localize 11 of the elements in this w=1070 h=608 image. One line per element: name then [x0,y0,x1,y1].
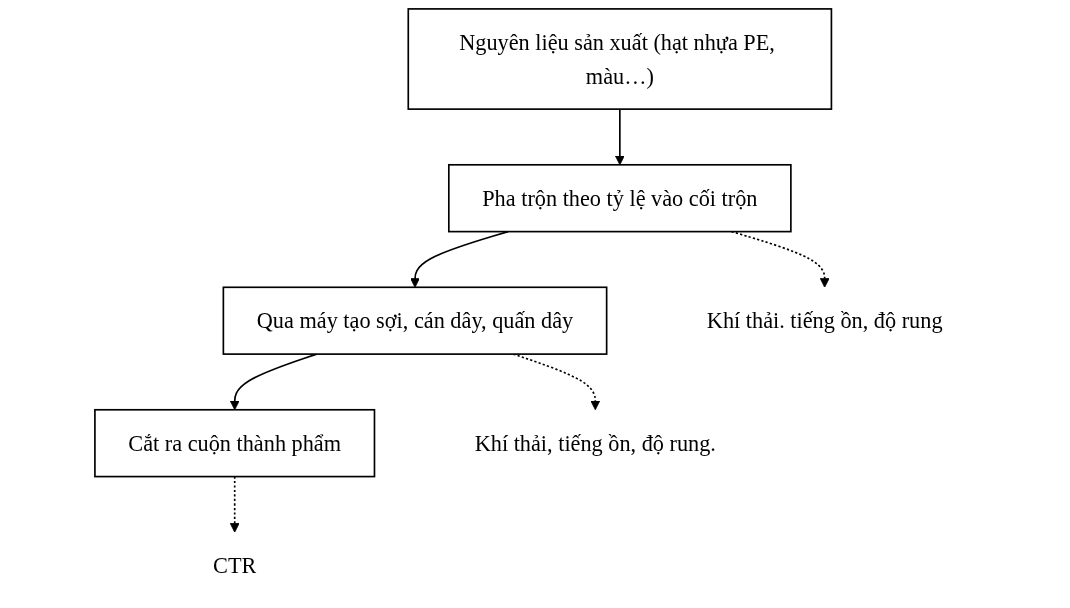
flowchart: Nguyên liệu sản xuất (hạt nhựa PE, màu…) Pha trộn theo tỷ lệ vào cối trộn Qua máy tạo sợi, cán dây, quấn dây Cắt ra cuộn thành phẩm Khí thải. tiếng ồn, độ rung Khí thải, tiếng ồn, độ rung. CTR [85,0,985,608]
node-box [222,286,608,355]
node-box [93,408,375,478]
node-box [447,163,792,233]
node-text: CTR [212,553,256,578]
node-box [407,8,832,110]
arrow [229,475,240,533]
arrow [614,108,625,166]
node-text: Khí thải. tiếng ồn, độ rung [706,308,943,333]
arrow [409,230,509,288]
node-text: Khí thải, tiếng ồn, độ rung. [474,430,716,456]
